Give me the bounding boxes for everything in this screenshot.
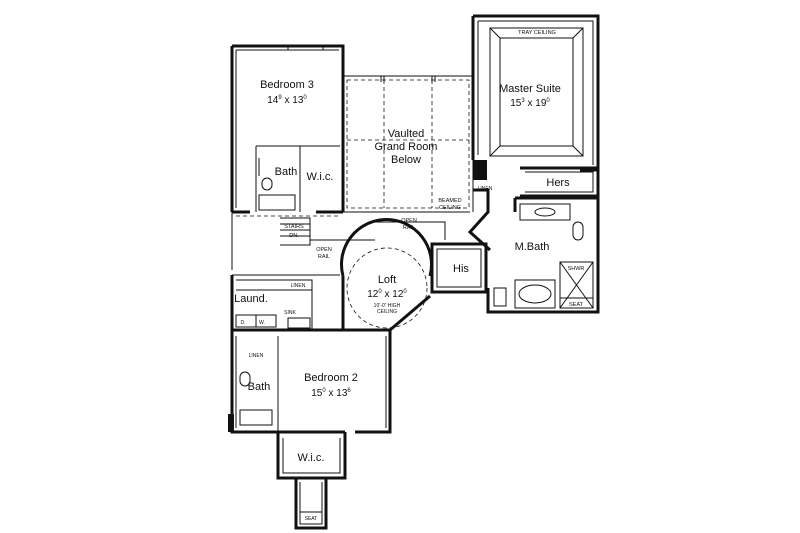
dryer-label: D.: [241, 320, 246, 326]
his-closet: [430, 242, 488, 294]
sink-label: SINK: [284, 310, 296, 316]
tray-ceiling-label: TRAY CEILING: [518, 30, 556, 36]
master-suite-dims: 153 x 190: [510, 98, 550, 109]
loft-note-1: 10'-0" HIGH: [374, 303, 401, 309]
stairs-label: STAIRS: [284, 224, 304, 230]
open-rail-2b: RAIL: [318, 254, 330, 260]
bedroom-3-dims: 149 x 130: [267, 95, 307, 106]
laundry-name: Laund.: [234, 293, 268, 305]
wic-lower-name: W.i.c.: [298, 452, 325, 464]
bath-upper-name: Bath: [275, 166, 298, 178]
hers-closet: [520, 166, 600, 198]
linen-master-label: LINEN: [478, 186, 493, 192]
corridor: [231, 188, 492, 276]
open-rail-2a: OPEN: [316, 247, 332, 253]
shower-label: SHWR: [568, 266, 585, 272]
master-suite-name: Master Suite: [499, 83, 561, 95]
beamed-label-1: BEAMED: [438, 198, 461, 204]
linen-bath2-label: LINEN: [249, 353, 264, 359]
bedroom-3-walls: [230, 44, 345, 214]
bottom-seat-bay: [294, 478, 328, 530]
open-rail-1b: RAIL: [403, 225, 415, 231]
bedroom-2-name: Bedroom 2: [304, 372, 358, 384]
seat-bottom-label: SEAT: [305, 516, 318, 522]
washer-label: W.: [259, 320, 265, 326]
vaulted-line-3: Below: [391, 154, 421, 166]
loft-name: Loft: [378, 274, 396, 286]
seat-master-label: SEAT: [569, 302, 584, 308]
beamed-label-2: CEILING: [439, 205, 461, 211]
loft-dims: 120 x 120: [367, 289, 407, 300]
bedroom-3-name: Bedroom 3: [260, 79, 314, 91]
bedroom-2-walls: [228, 330, 392, 434]
mbath-name: M.Bath: [515, 241, 550, 253]
bedroom-2-dims: 150 x 136: [311, 388, 351, 399]
loft-rotunda: [340, 217, 433, 332]
loft-note-2: CEILING: [377, 309, 397, 315]
dn-label: DN.: [289, 233, 299, 239]
open-rail-1a: OPEN: [401, 218, 417, 224]
his-name: His: [453, 263, 469, 275]
wic-upper-name: W.i.c.: [307, 171, 334, 183]
vaulted-line-1: Vaulted: [388, 128, 425, 140]
bath-upper-walls: [255, 145, 340, 212]
bath-lower-name: Bath: [248, 381, 271, 393]
master-bath: [486, 196, 600, 314]
linen-laundry-label: LINEN: [291, 283, 306, 289]
vaulted-line-2: Grand Room: [375, 141, 438, 153]
wic-lower-walls: [276, 432, 347, 480]
master-suite-walls: [471, 14, 600, 180]
hers-name: Hers: [546, 177, 570, 189]
